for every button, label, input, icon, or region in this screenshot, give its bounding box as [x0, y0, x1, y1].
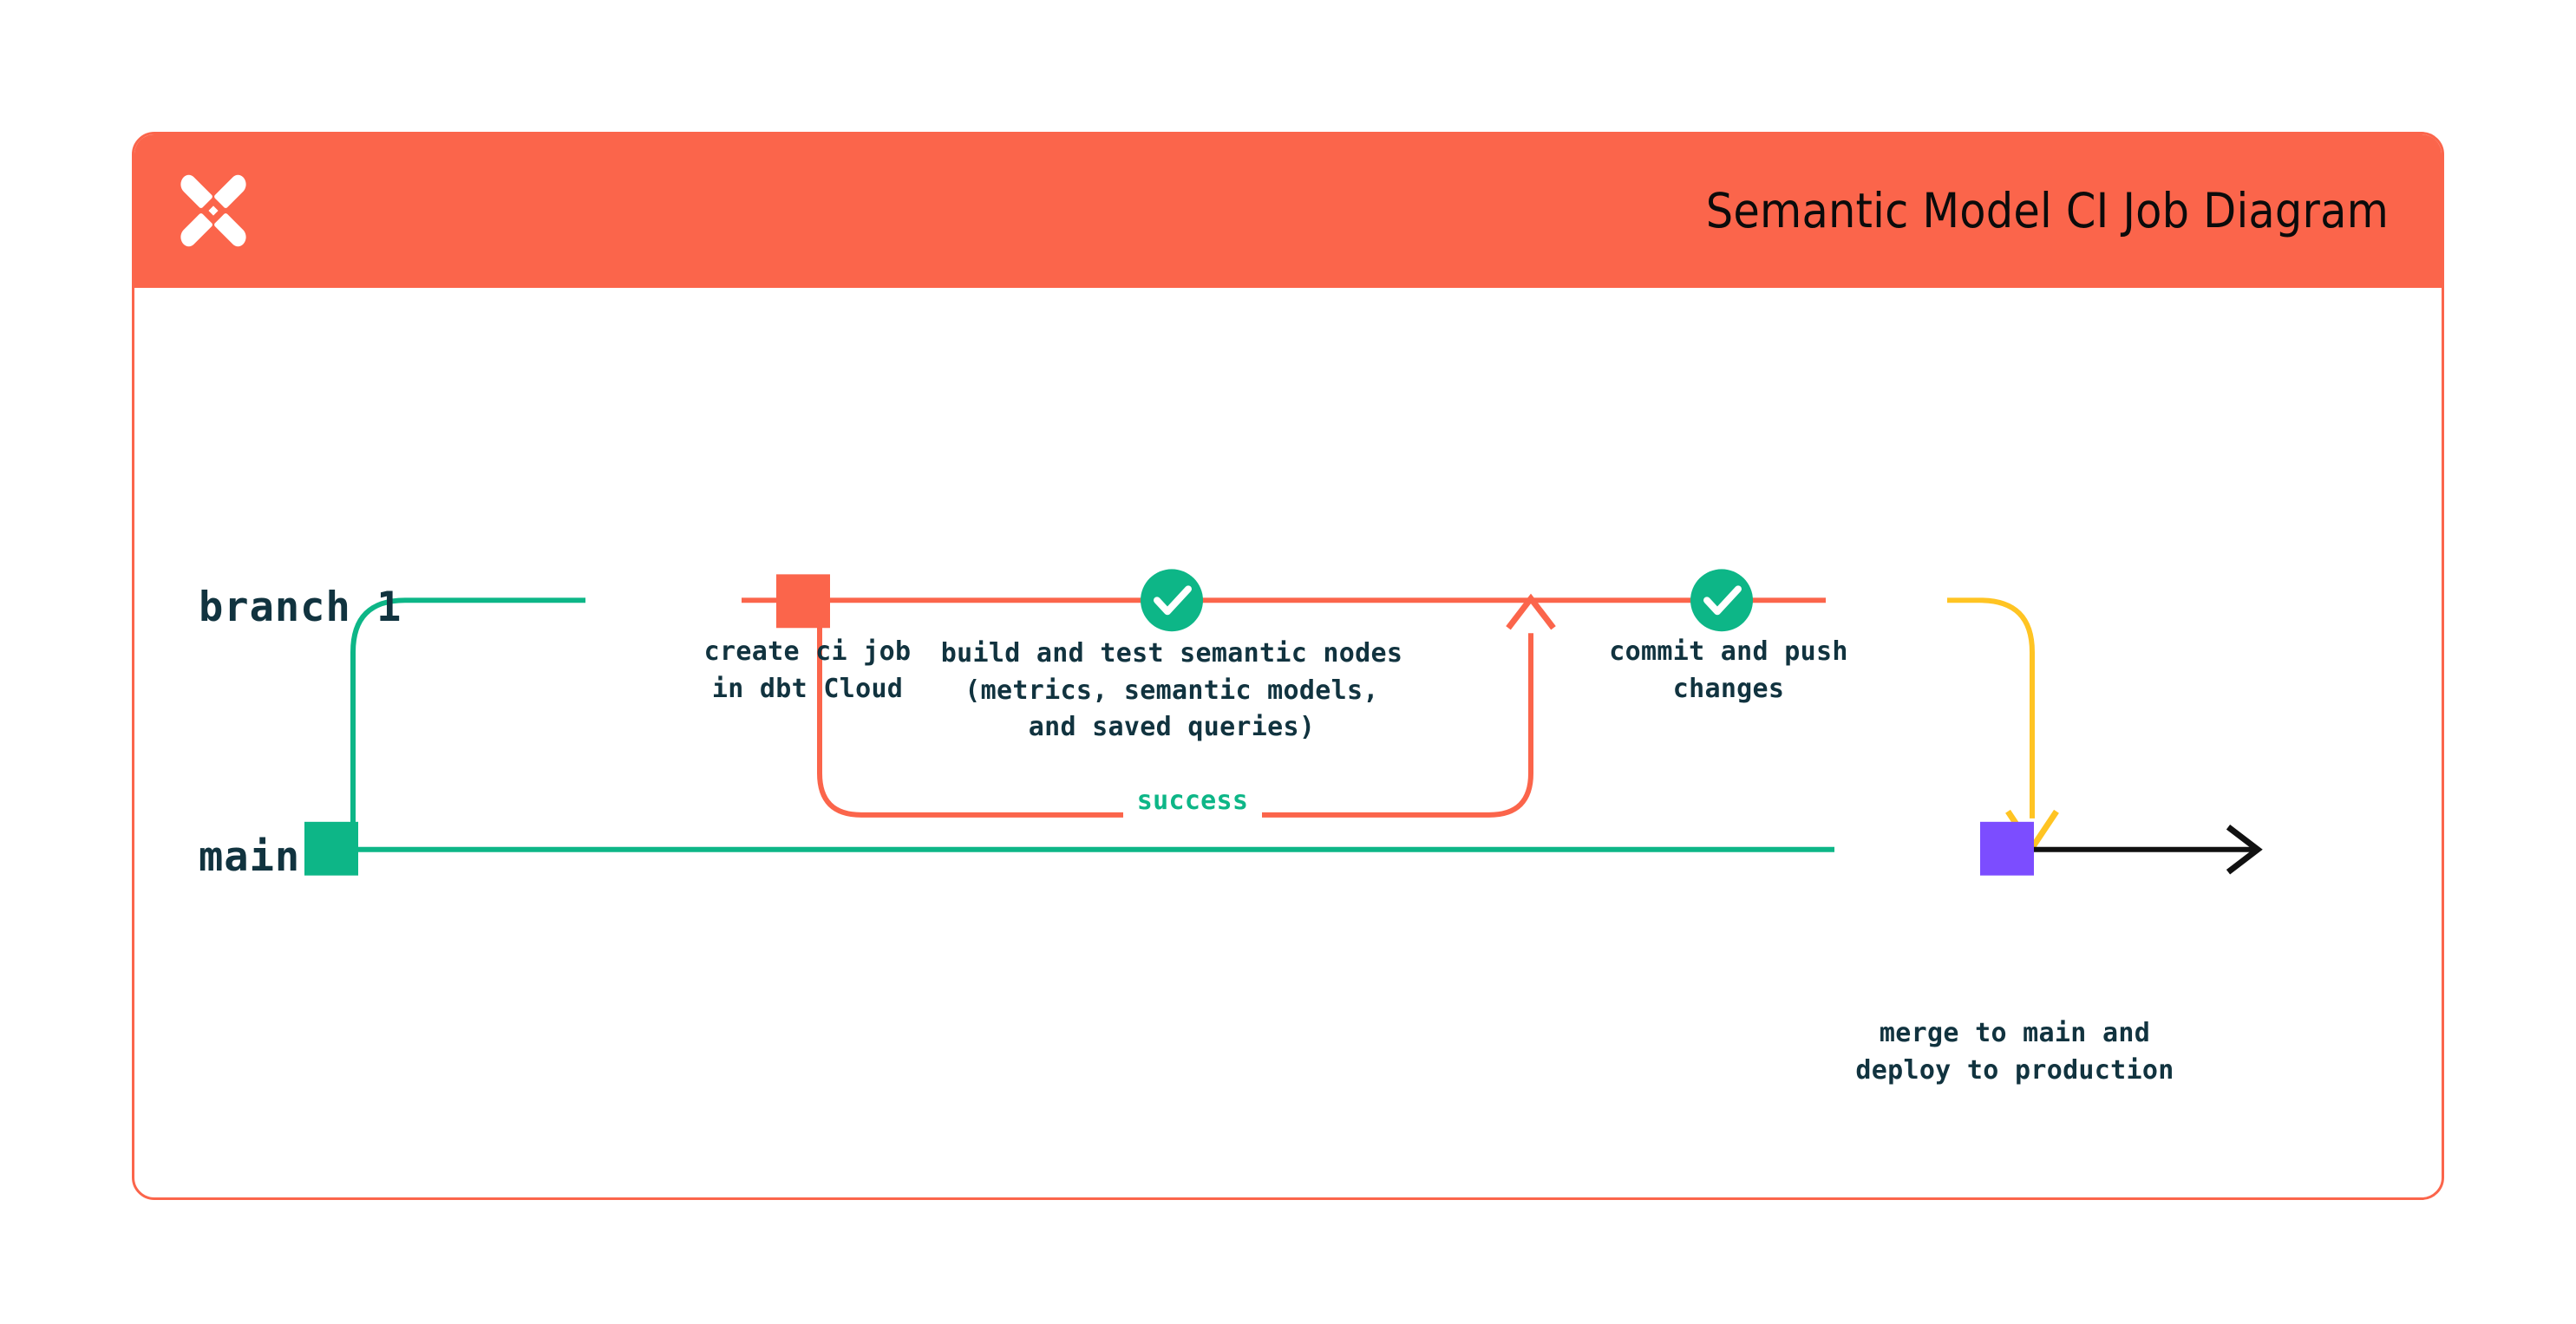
build-and-test-check-icon: [1141, 569, 1203, 632]
main-start-square-marker: [304, 821, 358, 876]
create-ci-job-square-marker: [776, 574, 830, 629]
node-label-build-and-test: build and test semantic nodes (metrics, …: [940, 638, 1403, 743]
diagram-graphics: [304, 569, 2263, 876]
main-terminal-path: [2015, 825, 2263, 875]
merge-to-main-square-marker: [1980, 821, 2034, 876]
page-title: Semantic Model CI Job Diagram: [1705, 183, 2389, 238]
main-terminal-arrowhead-icon: [2226, 825, 2263, 875]
diagram-card: Semantic Model CI Job Diagram: [132, 132, 2444, 1200]
commit-and-push-check-icon: [1690, 569, 1753, 632]
dbt-x-logo-icon: [180, 174, 246, 247]
lane-label-main: main: [199, 833, 301, 881]
node-label-merge-to-main: merge to main and deploy to production: [1855, 1018, 2174, 1086]
diagram-canvas: branch 1 main create ci job in dbt Cloud…: [134, 289, 2442, 1197]
success-arrowhead-icon: [1506, 593, 1556, 630]
lane-label-branch-1: branch 1: [199, 584, 402, 631]
success-loop-path: [817, 593, 1556, 818]
diagram-header: Semantic Model CI Job Diagram: [134, 134, 2442, 288]
branch-1-lane-line: [350, 597, 1826, 850]
node-label-create-ci-job: create ci job in dbt Cloud: [703, 636, 912, 704]
edge-label-success: success: [1136, 786, 1249, 816]
node-label-commit-and-push: commit and push changes: [1609, 636, 1848, 704]
